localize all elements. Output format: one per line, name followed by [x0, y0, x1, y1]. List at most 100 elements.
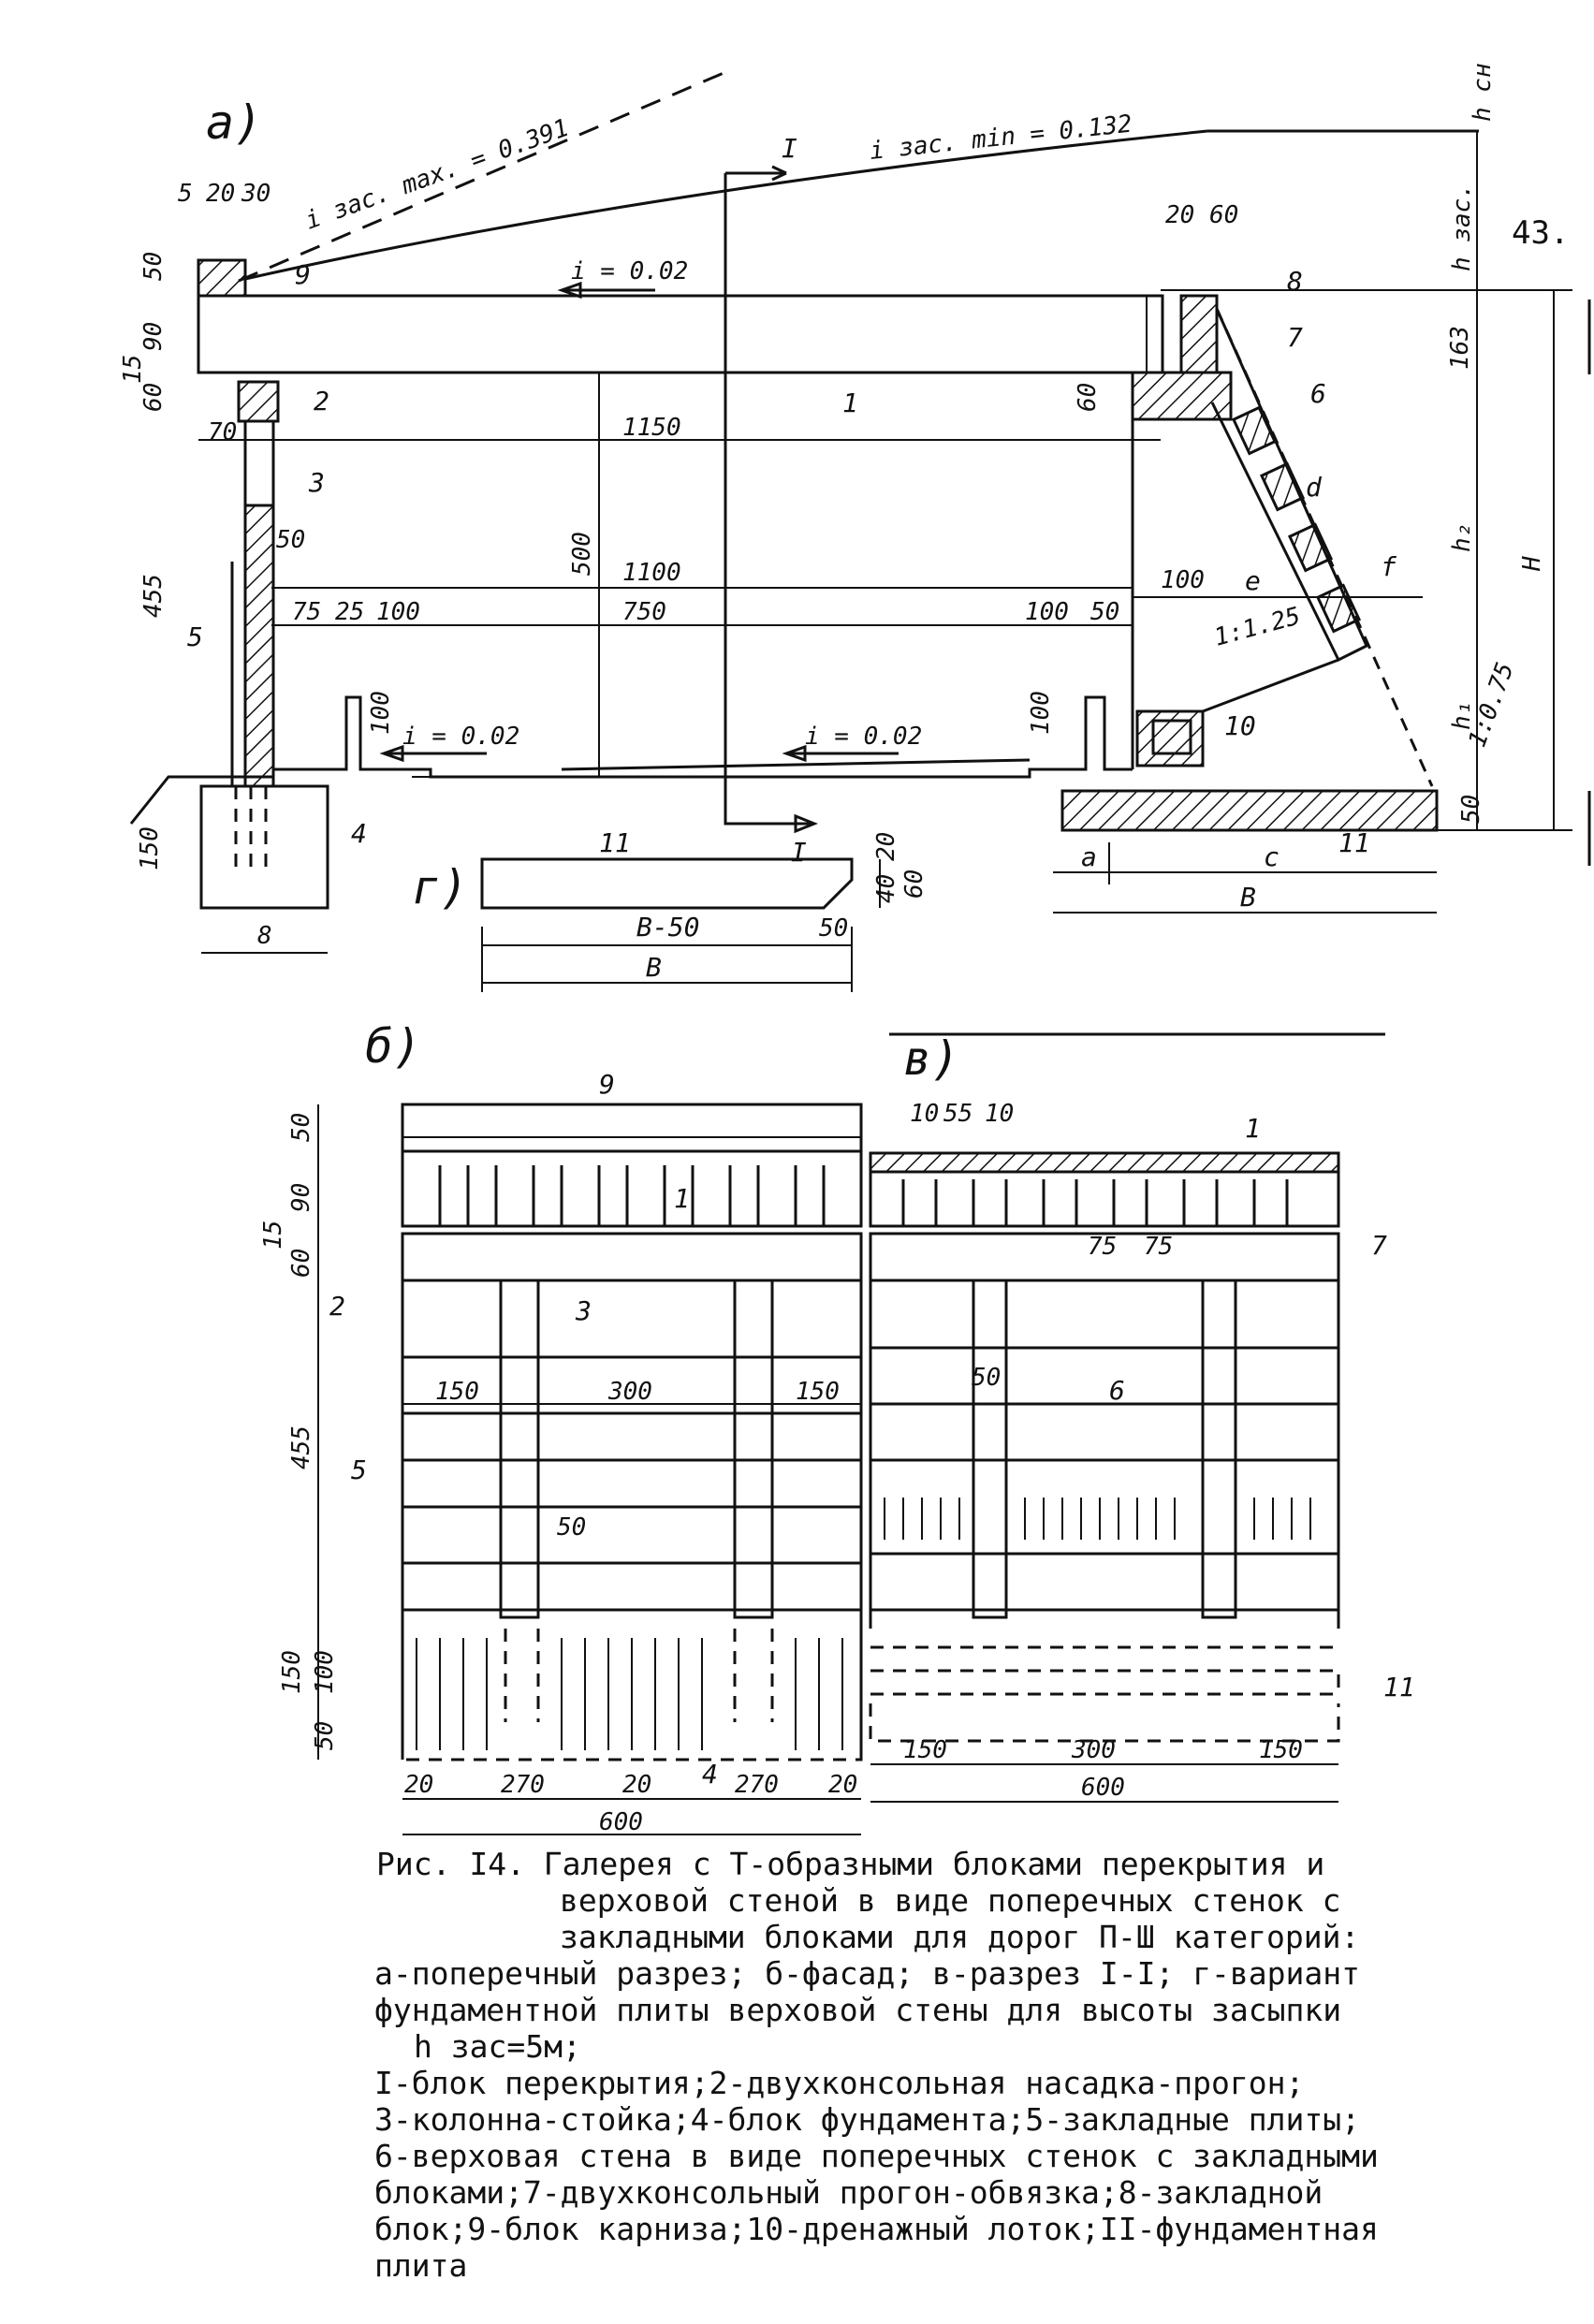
- dim-1150: 1150: [622, 414, 681, 442]
- caption-line-2: верховой стеной в виде поперечных стенок…: [560, 1882, 1341, 1919]
- section-mark-top: I: [782, 133, 797, 164]
- dim-b-50: 50: [287, 1113, 315, 1142]
- caption-line-4: а-поперечный разрез; б-фасад; в-разрез I…: [374, 1955, 1360, 1992]
- dim-750: 750: [622, 598, 666, 626]
- view-v-label: в): [903, 1031, 959, 1086]
- caption-line-1: Рис. I4. Галерея с Т-образными блоками п…: [376, 1846, 1325, 1882]
- dim-b-150-left: 150: [435, 1378, 479, 1406]
- dim-b-150-vertical: 150: [278, 1650, 306, 1694]
- view-a-section: а) I I i зас. max. = 0.391 i зас. min = …: [119, 63, 1591, 954]
- slope-zas-max-label: i зас. max. = 0.391: [301, 114, 573, 236]
- dim-163: 163: [1446, 326, 1474, 370]
- e-label: e: [1245, 565, 1261, 596]
- backfill-surface-line: [244, 129, 1208, 281]
- dim-v-75-b: 75: [1144, 1233, 1173, 1261]
- dim-50-b: 50: [1090, 598, 1119, 626]
- roof-block: [197, 294, 1164, 374]
- caption-line-5: фундаментной плиты верховой стены для вы…: [374, 1992, 1342, 2028]
- foundation-slab: [1060, 789, 1439, 832]
- dim-455: 455: [139, 574, 168, 618]
- B-minus-label: B-50: [636, 912, 699, 943]
- dim-30: 30: [241, 180, 271, 208]
- part-7-label-v: 7: [1371, 1230, 1387, 1261]
- dim-b-455: 455: [287, 1425, 315, 1469]
- dim-100-d: 100: [367, 691, 395, 735]
- dim-15: 15: [119, 355, 147, 384]
- part-11-label: 11: [1338, 827, 1370, 858]
- caption-line-8: 3-колонна-стойка;4-блок фундамента;5-зак…: [374, 2101, 1360, 2138]
- part-9-label-b: 9: [599, 1069, 615, 1100]
- dim-100-b: 100: [1025, 598, 1069, 626]
- dim-b-600: 600: [599, 1808, 643, 1836]
- dim-100-e: 100: [1027, 691, 1055, 735]
- view-a-label: а): [206, 95, 262, 150]
- part-3-label: 3: [308, 467, 325, 498]
- dim-b-100: 100: [311, 1650, 339, 1694]
- dim-50-right: 50: [1457, 795, 1485, 824]
- B-label-a: B: [1240, 882, 1256, 913]
- section-wall-1: [972, 1279, 1008, 1619]
- part-4-label: 4: [351, 818, 367, 849]
- slope-floor-right-label: i = 0.02: [805, 723, 922, 751]
- part-11-label-g: 11: [599, 827, 631, 858]
- dim-b-20-c: 20: [828, 1771, 857, 1799]
- h1-label: h₁: [1448, 701, 1476, 730]
- part-9-label: 9: [295, 259, 311, 290]
- dim-g-40: 40: [872, 874, 900, 903]
- caption-line-7: I-блок перекрытия;2-двухконсольная насад…: [374, 2065, 1305, 2101]
- part-3-label-b: 3: [575, 1295, 592, 1326]
- facade-column-1: [499, 1279, 540, 1619]
- backfill-max-slope-line: [238, 68, 731, 283]
- part-5-label-b: 5: [351, 1454, 367, 1485]
- cornice-block: [197, 258, 247, 298]
- part-6-label: 6: [1310, 378, 1326, 409]
- cap-beam-left: [237, 380, 280, 423]
- part-8-label: 8: [1287, 266, 1303, 297]
- dim-g-60: 60: [900, 870, 929, 899]
- dim-60: 60: [139, 383, 168, 412]
- d-label: d: [1306, 472, 1323, 503]
- embedded-plates: [243, 504, 275, 788]
- view-g-slab-variant: г) 11 B-50 B 20 40 60 50: [412, 827, 929, 992]
- section-mark-bottom: I: [791, 837, 807, 868]
- dim-1100: 1100: [622, 559, 681, 587]
- dim-50-c: 50: [276, 526, 305, 554]
- dim-5: 5: [178, 180, 193, 208]
- H-label: H: [1518, 556, 1546, 572]
- page-number: 43.: [1512, 214, 1569, 252]
- embedded-block: [1179, 294, 1219, 374]
- dim-v-150-b: 150: [1259, 1736, 1303, 1764]
- part-10-label: 10: [1224, 710, 1256, 741]
- dim-g-20: 20: [872, 832, 900, 861]
- dim-b-60: 60: [287, 1249, 315, 1278]
- part-11-label-v: 11: [1383, 1672, 1415, 1703]
- dim-100-c: 100: [1161, 566, 1205, 594]
- part-7-label: 7: [1287, 322, 1303, 353]
- part-1-label-b: 1: [674, 1183, 690, 1214]
- view-b-facade: б) 9 1 2 3 5 4 50 90 15 60 455 150 300 1…: [259, 1019, 863, 1836]
- dim-b-20-b: 20: [622, 1771, 651, 1799]
- section-tie-beam: [869, 1232, 1340, 1282]
- dim-50-cornice: 50: [139, 252, 168, 281]
- section-roof-slab: [869, 1151, 1340, 1174]
- part-2-label: 2: [314, 386, 329, 417]
- f-label: f: [1381, 551, 1397, 582]
- dim-b-270-a: 270: [501, 1771, 545, 1799]
- part-6-label-v: 6: [1109, 1375, 1125, 1406]
- dim-v-300: 300: [1071, 1736, 1116, 1764]
- dim-v-55: 55: [943, 1100, 972, 1128]
- slope-floor-left-label: i = 0.02: [402, 723, 519, 751]
- caption-line-11: блок;9-блок карниза;10-дренажный лоток;I…: [374, 2211, 1379, 2247]
- dim-8: 8: [257, 922, 272, 950]
- dim-b-15: 15: [259, 1220, 287, 1250]
- part-1-label-v: 1: [1245, 1113, 1261, 1144]
- part-2-label-b: 2: [329, 1291, 345, 1322]
- slope-zas-min-label: i зас. min = 0.132: [869, 110, 1133, 166]
- view-b-label: б): [365, 1019, 421, 1074]
- section-wall-2: [1201, 1279, 1237, 1619]
- h-zas-label: h зас.: [1448, 183, 1476, 271]
- facade-column-2: [733, 1279, 774, 1619]
- foundation-block-left: [199, 784, 329, 910]
- dim-25: 25: [335, 598, 364, 626]
